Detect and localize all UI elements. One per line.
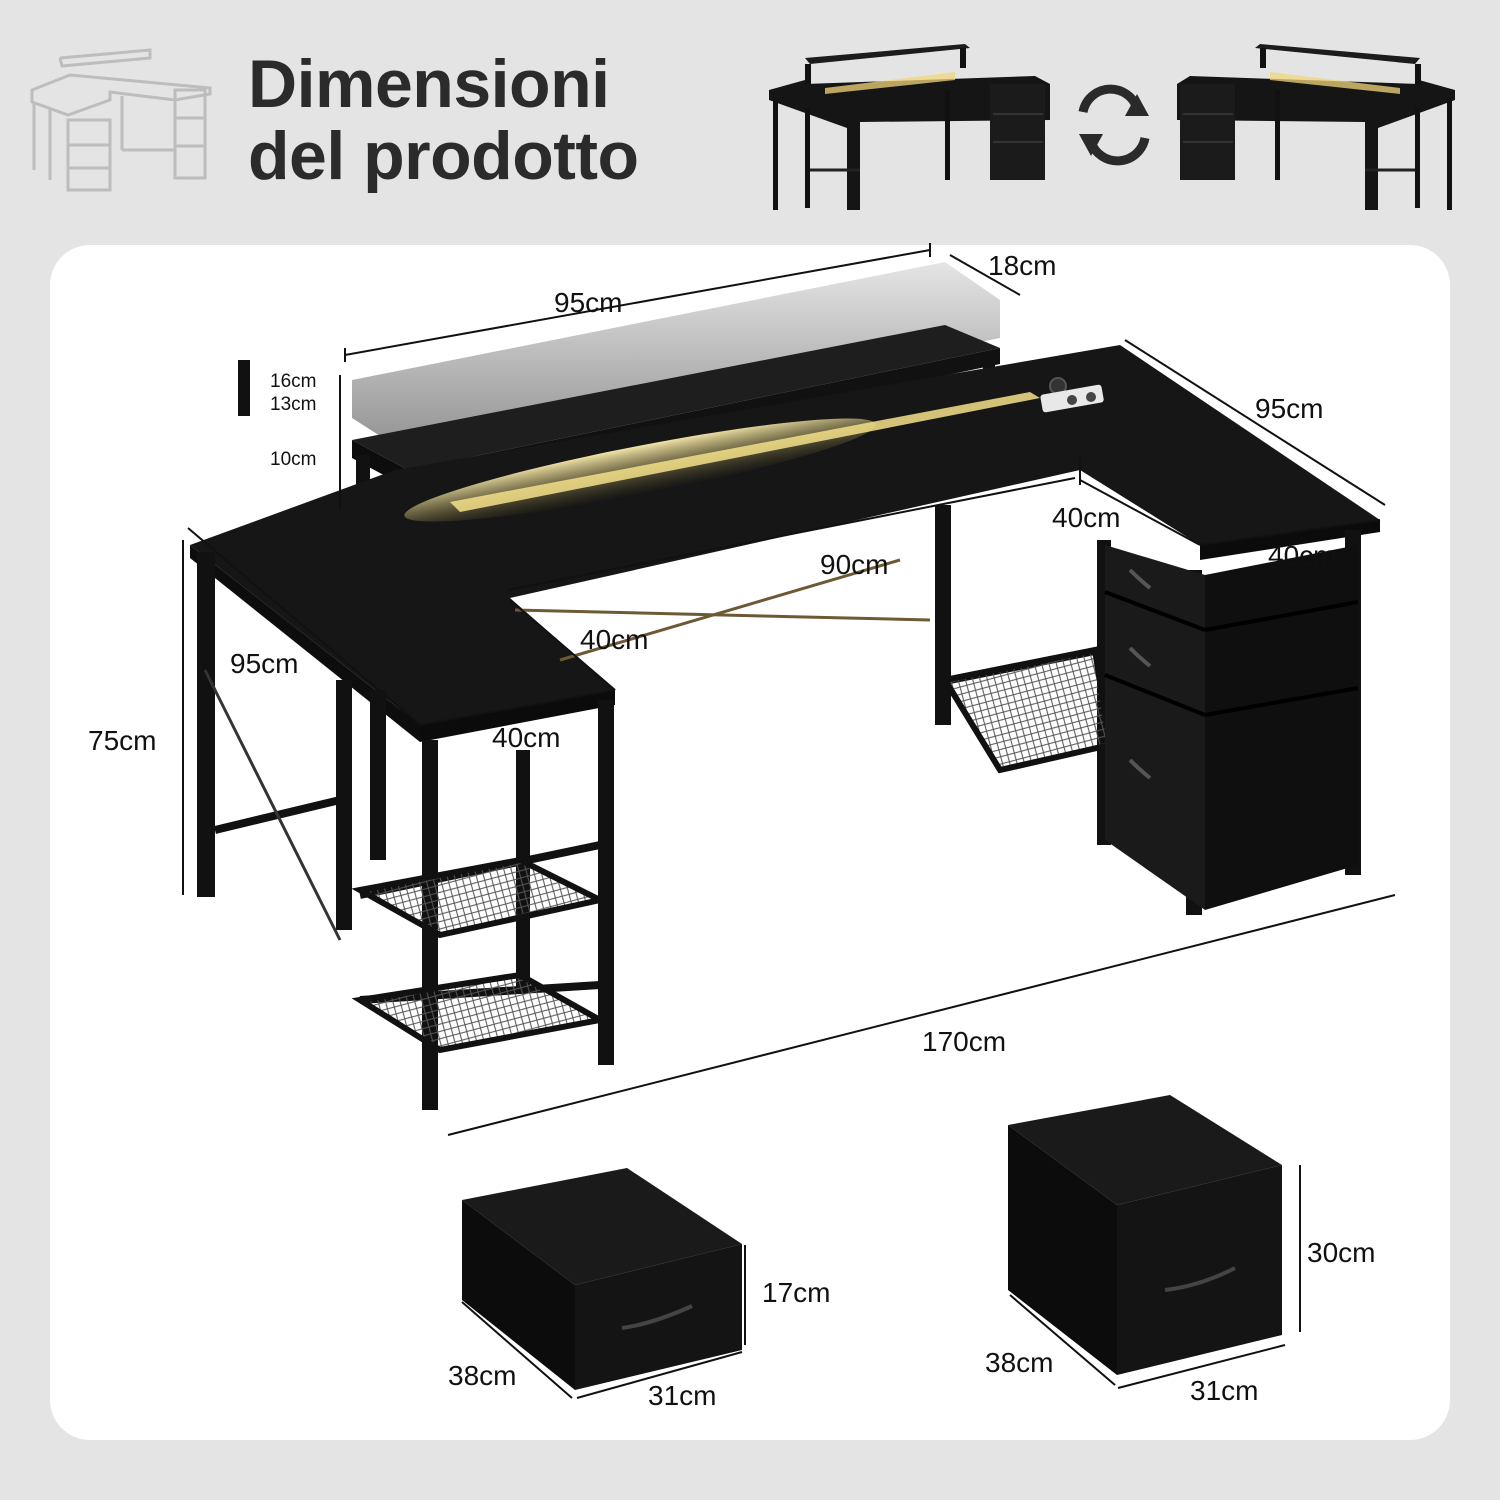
large-drawer-height-label: 30cm: [1307, 1237, 1375, 1268]
right-end-width-label: 40cm: [1268, 540, 1336, 571]
shelf-depth-label: 18cm: [988, 250, 1056, 281]
large-drawer: [1008, 1095, 1282, 1375]
large-drawer-depth-label: 38cm: [985, 1347, 1053, 1378]
right-inner-depth-label: 40cm: [1052, 502, 1120, 533]
large-drawer-width-label: 31cm: [1190, 1375, 1258, 1406]
small-drawer-width-label: 31cm: [648, 1380, 716, 1411]
center-length-label: 90cm: [820, 549, 888, 580]
left-wing-length-label: 95cm: [230, 648, 298, 679]
small-drawer-depth-label: 38cm: [448, 1360, 516, 1391]
title-line-2: del prodotto: [248, 118, 639, 194]
swap-arrows-icon: [1078, 84, 1150, 166]
desk-height-label: 75cm: [88, 725, 156, 756]
left-end-width-label: 40cm: [492, 722, 560, 753]
shelf-height-mid-label: 13cm: [270, 394, 316, 415]
shelf-length-label: 95cm: [554, 287, 622, 318]
dimension-labels: 95cm 18cm 16cm 13cm 10cm 95cm 40cm 40cm …: [88, 250, 1375, 1411]
dimension-lines: [182, 243, 1396, 1399]
small-drawer: [462, 1168, 742, 1390]
shelf-height-total-label: 16cm: [270, 371, 316, 392]
left-inner-depth-label: 40cm: [580, 624, 648, 655]
drawer-cabinet: [1104, 545, 1359, 910]
configuration-thumbnails: [769, 44, 1455, 210]
title-line-1: Dimensioni: [248, 46, 610, 122]
mesh-shelves: [351, 646, 1114, 1054]
page-title: Dimensioni del prodotto: [248, 48, 639, 192]
small-drawer-height-label: 17cm: [762, 1277, 830, 1308]
desk-outline-icon: [30, 48, 212, 192]
right-wing-length-label: 95cm: [1255, 393, 1323, 424]
monitor-shelf-height-positions: [352, 262, 1000, 455]
desk-config-right-thumbnail: [1177, 44, 1455, 210]
shelf-height-low-label: 10cm: [270, 449, 316, 470]
desk-config-left-thumbnail: [769, 44, 1050, 210]
total-length-label: 170cm: [922, 1026, 1006, 1057]
